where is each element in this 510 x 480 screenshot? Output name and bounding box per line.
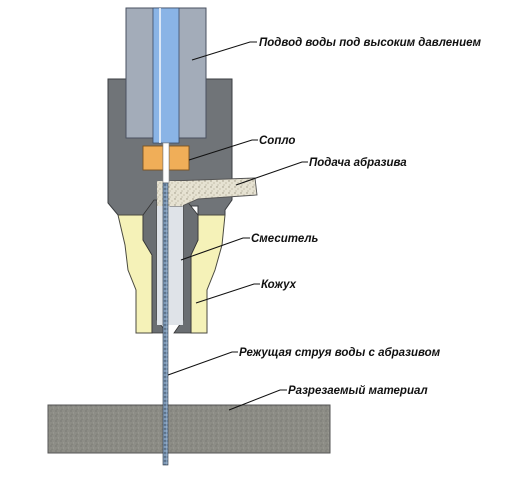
workpiece-block (47, 404, 331, 454)
label-water-inlet: Подвод воды под высоким давлением (259, 37, 482, 49)
leader-cutting-jet (167, 351, 238, 376)
leader-nozzle (188, 139, 258, 161)
leader-mixer (180, 237, 250, 261)
leader-abrasive-feed (235, 161, 308, 186)
nozzle-right (168, 145, 190, 171)
leader-water-inlet (191, 41, 257, 61)
leader-workpiece (228, 389, 287, 411)
label-casing: Кожух (261, 279, 297, 291)
leader-casing (195, 283, 260, 304)
label-workpiece: Разрезаемый материал (288, 385, 428, 397)
label-nozzle: Сопло (259, 135, 295, 147)
nozzle-left (142, 145, 164, 171)
label-cutting-jet: Режущая струя воды с абразивом (239, 347, 441, 359)
label-mixer: Смеситель (251, 233, 319, 245)
label-abrasive-feed: Подача абразива (309, 157, 407, 169)
water-channel (152, 7, 180, 144)
cutting-jet (162, 182, 169, 466)
